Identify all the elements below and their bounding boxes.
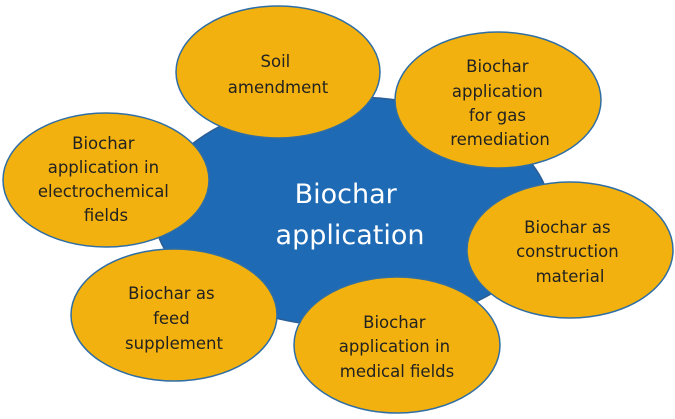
node-label-line: supplement xyxy=(125,334,223,353)
node-label-line: material xyxy=(536,267,605,286)
node-label-line: amendment xyxy=(228,78,329,97)
node-label-line: application xyxy=(452,82,543,101)
node-label-line: application in xyxy=(48,158,159,177)
node-label: Biochar application in medical fields xyxy=(339,313,456,381)
node-electrochemical-fields: Biochar application in electrochemical f… xyxy=(2,112,210,248)
node-medical-fields: Biochar application in medical fields xyxy=(293,276,501,414)
node-label-line: remediation xyxy=(450,130,550,149)
node-soil-amendment: Soil amendment xyxy=(175,5,381,139)
node-label-line: fields xyxy=(84,206,128,225)
node-ellipse xyxy=(2,112,210,248)
node-label-line: Biochar as xyxy=(128,284,214,303)
node-label-line: feed xyxy=(153,309,190,328)
node-label: Biochar as construction material xyxy=(516,218,624,286)
node-label: Biochar application for gas remediation xyxy=(450,57,550,149)
center-label-line: Biochar xyxy=(295,179,398,210)
node-label-line: Biochar xyxy=(466,57,529,76)
node-ellipse xyxy=(394,31,602,169)
center-label-line: application xyxy=(276,220,425,251)
node-label: Soil amendment xyxy=(228,52,329,97)
node-ellipse xyxy=(70,248,278,382)
node-ellipse xyxy=(466,181,674,319)
node-ellipse xyxy=(293,276,501,414)
node-label-line: Soil xyxy=(261,52,291,71)
node-label: Biochar application in electrochemical f… xyxy=(38,134,174,225)
node-gas-remediation: Biochar application for gas remediation xyxy=(394,31,602,169)
node-label-line: Biochar as xyxy=(524,218,610,237)
node-construction-material: Biochar as construction material xyxy=(466,181,674,319)
node-ellipse xyxy=(175,5,381,139)
center-label: Biochar application xyxy=(276,179,425,251)
node-label-line: construction xyxy=(516,242,619,261)
node-label-line: electrochemical xyxy=(38,182,169,201)
node-label-line: Biochar xyxy=(72,134,135,153)
node-label-line: application in xyxy=(339,337,450,356)
node-label-line: for gas xyxy=(469,106,526,125)
node-label-line: Biochar xyxy=(363,313,426,332)
node-label-line: medical fields xyxy=(340,362,455,381)
node-feed-supplement: Biochar as feed supplement xyxy=(70,248,278,382)
node-label: Biochar as feed supplement xyxy=(125,284,223,353)
